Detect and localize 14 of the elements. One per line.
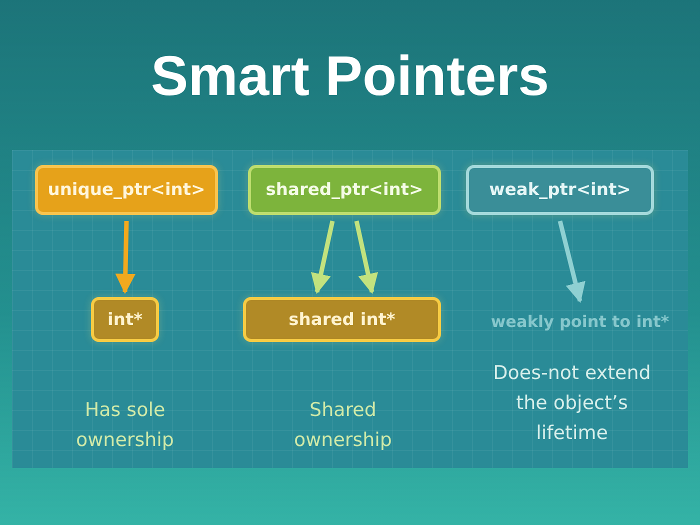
description-text: Shared ownership [293,398,393,453]
arrow [354,220,378,294]
description-text: Does-not extend the object’s lifetime [492,361,652,446]
node-text: weakly point to int* [480,306,680,336]
pointer-box: shared int* [243,297,441,342]
pointer-box: shared_ptr<int> [248,165,441,215]
arrow [115,220,136,294]
pointer-box: weak_ptr<int> [466,165,654,215]
pointer-box: unique_ptr<int> [35,165,218,215]
description-text: Has sole ownership [75,398,175,453]
pointer-box: int* [91,297,159,342]
arrow [311,220,335,294]
arrow [558,220,586,303]
title: Smart Pointers [150,48,550,104]
